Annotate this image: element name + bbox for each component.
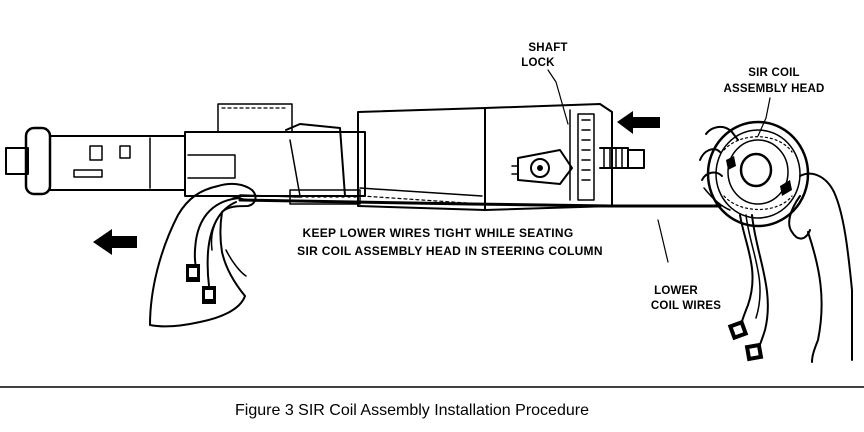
- figure-caption: Figure 3 SIR Coil Assembly Installation …: [235, 402, 589, 419]
- label-shaft-lock-line2: LOCK: [521, 57, 555, 69]
- label-sir-coil-head-line1: SIR COIL: [748, 67, 799, 79]
- pull-arrow-left: [93, 229, 137, 255]
- left-hand: [149, 182, 257, 328]
- label-lower-coil-wires-line1: LOWER: [654, 285, 698, 297]
- instruction-line1: KEEP LOWER WIRES TIGHT WHILE SEATING: [302, 226, 573, 240]
- label-lower-coil-wires: LOWER COIL WIRES: [651, 285, 721, 312]
- label-shaft-lock: SHAFT LOCK: [521, 42, 567, 69]
- sir-coil-assembly-head: [706, 120, 810, 228]
- instruction-line2: SIR COIL ASSEMBLY HEAD IN STEERING COLUM…: [297, 244, 603, 258]
- steering-column: [5, 103, 645, 211]
- instruction-note: KEEP LOWER WIRES TIGHT WHILE SEATING SIR…: [297, 226, 603, 258]
- shaft-lock-mechanism: [511, 149, 573, 185]
- push-arrow-right: [617, 111, 660, 134]
- label-sir-coil-head-line2: ASSEMBLY HEAD: [723, 83, 824, 95]
- label-shaft-lock-line1: SHAFT: [528, 42, 567, 54]
- label-sir-coil-head: SIR COIL ASSEMBLY HEAD: [723, 67, 824, 95]
- lower-coil-wires: [186, 194, 769, 362]
- leader-lines: [547, 69, 771, 263]
- label-lower-coil-wires-line2: COIL WIRES: [651, 300, 721, 312]
- right-hand: [699, 126, 853, 363]
